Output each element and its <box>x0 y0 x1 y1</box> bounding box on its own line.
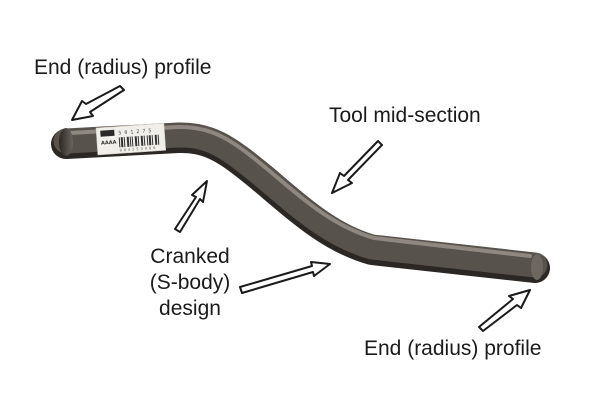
label-end-profile-top: End (radius) profile <box>34 56 212 79</box>
arrow-end-profile-top <box>71 85 125 121</box>
label-cranked-line-3: design <box>159 297 221 320</box>
sticker-code-bottom: 9 8 4 2 5 3 9 0 6 <box>119 146 155 152</box>
arrow-cranked-upper <box>174 180 208 233</box>
sticker-code-top: 5 0 1 2 7 5 <box>118 128 151 136</box>
label-cranked-design: Cranked (S-body) design <box>138 244 242 322</box>
arrow-end-profile-bottom <box>478 289 531 332</box>
end-profile-left <box>59 128 73 156</box>
label-end-profile-bottom: End (radius) profile <box>364 337 542 360</box>
tool-body-highlight <box>68 124 532 258</box>
end-profile-right <box>531 254 543 280</box>
label-cranked-line-1: Cranked <box>150 245 230 268</box>
arrow-cranked-lower <box>239 261 331 294</box>
sticker-brand: AAAA <box>101 140 117 147</box>
label-cranked-line-2: (S-body) <box>149 271 231 294</box>
arrow-tool-midsection <box>331 140 383 194</box>
label-tool-midsection: Tool mid-section <box>329 104 481 127</box>
barcode-sticker: 5 0 1 2 7 5 AAAA 9 8 4 2 5 3 9 0 6 <box>95 122 167 156</box>
tool-body <box>53 122 548 278</box>
